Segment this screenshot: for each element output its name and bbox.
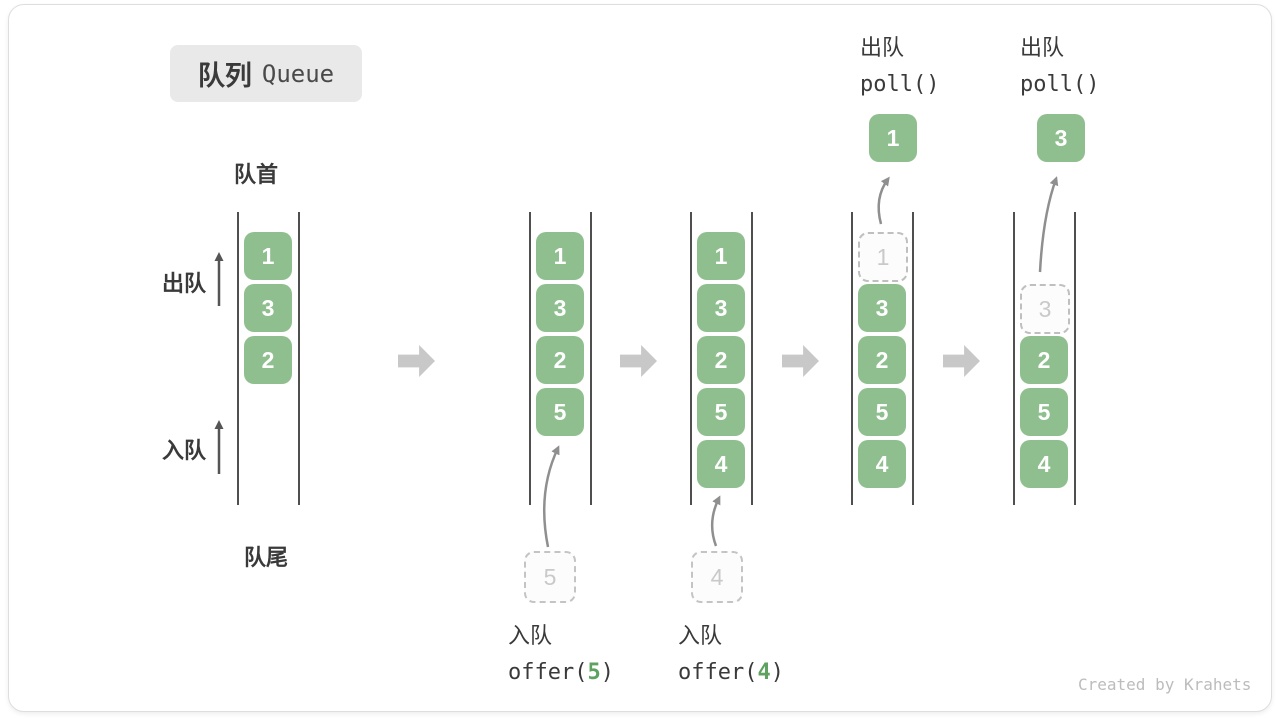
queue-item: 2	[697, 336, 745, 384]
action-label-poll-3: 出队 poll()	[1020, 30, 1099, 97]
action-zh: 入队	[678, 623, 723, 648]
title-zh: 队列	[197, 61, 252, 91]
diagram-title: 队列 Queue	[170, 45, 362, 102]
polled-item: 3	[1037, 114, 1085, 162]
queue-wall-left	[690, 212, 692, 505]
action-label-offer-4: 入队 offer(4)	[678, 618, 784, 685]
action-zh: 出队	[860, 35, 905, 60]
queue-wall-left	[529, 212, 531, 505]
title-en: Queue	[261, 59, 335, 88]
queue-item: 4	[1020, 440, 1068, 488]
watermark: Created by Krahets	[1078, 675, 1252, 694]
queue-wall-right	[590, 212, 592, 505]
queue-item: 1	[697, 232, 745, 280]
label-queue-rear: 队尾	[244, 545, 289, 570]
queue-wall-right	[298, 212, 300, 505]
queue-item: 3	[858, 284, 906, 332]
action-zh: 入队	[508, 623, 553, 648]
queue-wall-right	[912, 212, 914, 505]
queue-wall-right	[1074, 212, 1076, 505]
queue-item: 5	[536, 388, 584, 436]
action-code: poll()	[860, 72, 940, 97]
action-code: offer(4)	[678, 660, 784, 685]
action-label-offer-5: 入队 offer(5)	[508, 618, 614, 685]
queue-item: 5	[1020, 388, 1068, 436]
action-label-poll-1: 出队 poll()	[860, 30, 939, 97]
queue-item: 1	[244, 232, 292, 280]
action-zh: 出队	[1020, 35, 1065, 60]
label-enqueue: 入队	[162, 438, 207, 463]
queue-item-removed: 1	[858, 232, 908, 282]
action-code: poll()	[1020, 72, 1100, 97]
queue-item: 2	[1020, 336, 1068, 384]
queue-item: 1	[536, 232, 584, 280]
polled-item: 1	[869, 114, 917, 162]
queue-item: 2	[536, 336, 584, 384]
queue-item: 3	[697, 284, 745, 332]
queue-wall-right	[751, 212, 753, 505]
queue-item: 3	[536, 284, 584, 332]
queue-wall-left	[237, 212, 239, 505]
queue-item: 2	[244, 336, 292, 384]
label-dequeue: 出队	[162, 271, 207, 296]
queue-item: 4	[697, 440, 745, 488]
queue-item-removed: 3	[1020, 284, 1070, 334]
queue-item: 2	[858, 336, 906, 384]
label-queue-front: 队首	[234, 162, 279, 187]
queue-wall-left	[851, 212, 853, 505]
incoming-item: 5	[524, 551, 576, 603]
queue-item: 3	[244, 284, 292, 332]
queue-item: 5	[697, 388, 745, 436]
action-code: offer(5)	[508, 660, 614, 685]
incoming-item: 4	[691, 551, 743, 603]
queue-item: 5	[858, 388, 906, 436]
queue-item: 4	[858, 440, 906, 488]
queue-wall-left	[1013, 212, 1015, 505]
